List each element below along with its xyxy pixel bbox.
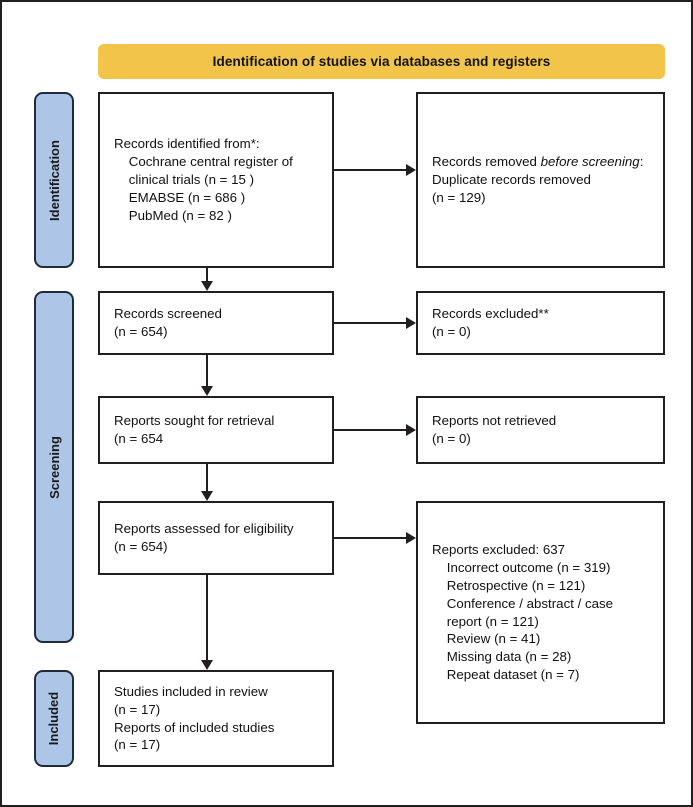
box-reports-excluded-reasons-text: Reports excluded: 637 Incorrect outcome …	[432, 541, 614, 683]
box-reports-not-retrieved-text: Reports not retrieved (n = 0)	[432, 413, 557, 446]
removed-title-plain: Records removed	[432, 154, 541, 170]
box-records-removed: Records removed before screening: Duplic…	[416, 92, 665, 268]
box-records-screened: Records screened (n = 654)	[98, 291, 334, 355]
box-records-excluded-text: Records excluded** (n = 0)	[432, 306, 549, 339]
box-reports-assessed-text: Reports assessed for eligibility (n = 65…	[114, 521, 294, 554]
box-studies-included: Studies included in review (n = 17) Repo…	[98, 670, 334, 767]
arrow-identified-to-screened	[200, 268, 214, 291]
removed-line-2: (n = 129)	[432, 189, 486, 205]
box-studies-included-text: Studies included in review (n = 17) Repo…	[114, 683, 275, 753]
box-reports-assessed: Reports assessed for eligibility (n = 65…	[98, 501, 334, 575]
box-records-screened-text: Records screened (n = 654)	[114, 306, 222, 339]
arrow-assessed-to-included	[200, 575, 214, 670]
box-records-excluded: Records excluded** (n = 0)	[416, 291, 665, 355]
box-reports-sought-text: Reports sought for retrieval (n = 654	[114, 413, 275, 446]
box-records-identified: Records identified from*: Cochrane centr…	[98, 92, 334, 268]
arrow-screened-to-sought	[200, 355, 214, 396]
phase-label-identification-text: Identification	[46, 139, 62, 221]
arrow-identified-to-removed	[334, 164, 416, 176]
banner-title: Identification of studies via databases …	[212, 54, 551, 69]
box-records-removed-text: Records removed before screening: Duplic…	[432, 153, 643, 207]
removed-title-tail: :	[639, 154, 644, 170]
arrow-assessed-to-reasons	[334, 532, 416, 544]
removed-line-1: Duplicate records removed	[432, 172, 591, 188]
phase-label-screening-text: Screening	[46, 435, 62, 499]
box-reports-excluded-reasons: Reports excluded: 637 Incorrect outcome …	[416, 501, 665, 724]
phase-label-identification: Identification	[34, 92, 74, 268]
arrow-sought-to-assessed	[200, 464, 214, 501]
phase-label-screening: Screening	[34, 291, 74, 643]
box-reports-sought: Reports sought for retrieval (n = 654	[98, 396, 334, 464]
arrow-screened-to-excluded	[334, 317, 416, 329]
arrow-sought-to-not-retrieved	[334, 424, 416, 436]
phase-label-included: Included	[34, 670, 74, 767]
removed-title-italic: before screening	[540, 154, 640, 170]
diagram-header-banner: Identification of studies via databases …	[98, 44, 665, 79]
phase-label-included-text: Included	[46, 691, 62, 746]
box-reports-not-retrieved: Reports not retrieved (n = 0)	[416, 396, 665, 464]
box-records-identified-text: Records identified from*: Cochrane centr…	[114, 136, 293, 223]
